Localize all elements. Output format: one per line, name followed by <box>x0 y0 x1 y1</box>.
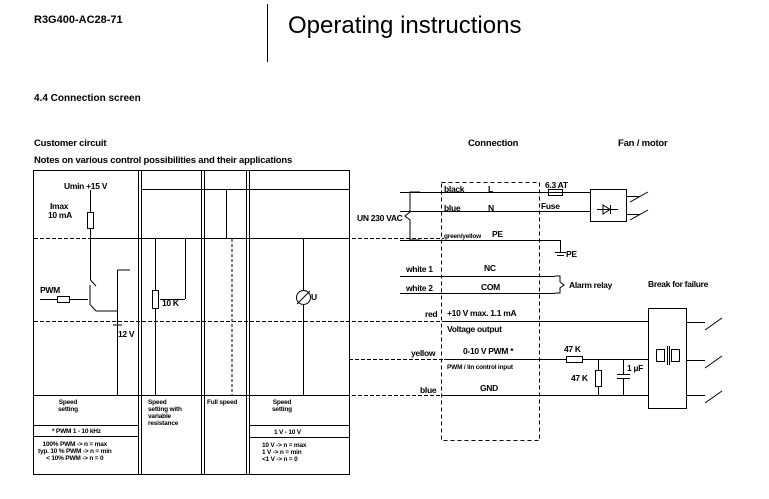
header-divider <box>267 4 268 62</box>
terminal-l: L <box>488 184 493 194</box>
wire-yellow: yellow <box>411 348 436 358</box>
pot-label: 10 K <box>162 298 179 308</box>
col4-notes: 10 V -> n = max 1 V -> n = min <1 V -> n… <box>262 442 307 463</box>
customer-notes-heading: Notes on various control possibilities a… <box>34 155 293 166</box>
terminal-gnd: GND <box>480 383 498 393</box>
supply-label: UN 230 VAC <box>357 213 403 223</box>
pe-label: PE <box>566 249 577 259</box>
umin-label: Umin +15 V <box>64 181 108 191</box>
col2-title: Speed setting with variable resistance <box>148 399 182 427</box>
col4-title: Speed setting <box>272 399 292 413</box>
col4-detail: 1 V - 10 V <box>274 429 301 436</box>
meter-label: U <box>311 292 317 302</box>
wire-white-2: white 2 <box>406 283 433 293</box>
resistor-47k-shunt: 47 K <box>571 373 588 383</box>
pwm-label: PWM <box>40 285 60 295</box>
wire-blue-gnd: blue <box>420 385 437 395</box>
terminal-nc: NC <box>484 263 496 273</box>
voltage-output-label: Voltage output <box>447 324 502 334</box>
col3-title: Full speed <box>207 399 238 406</box>
wire-red: red <box>425 309 438 319</box>
model-number: R3G400-AC28-71 <box>34 14 123 26</box>
connection-frame <box>441 182 540 441</box>
terminal-pe: PE <box>492 229 503 239</box>
imax-label: Imax <box>50 201 69 211</box>
control-input-label: PWM / lin control input <box>447 364 513 371</box>
wire-green-yellow: green/yellow <box>444 233 481 240</box>
failure-module <box>648 308 687 409</box>
terminal-10v: +10 V max. 1.1 mA <box>447 308 517 318</box>
fuse-rating: 6.3 AT <box>545 180 568 190</box>
fan-motor-heading: Fan / motor <box>618 138 668 149</box>
resistor-47k-series: 47 K <box>564 344 581 354</box>
page-title: Operating instructions <box>288 12 522 39</box>
break-for-failure-label: Break for failure <box>648 279 709 289</box>
section-heading: 4.4 Connection screen <box>34 93 141 104</box>
wire-blue: blue <box>444 203 461 213</box>
alarm-relay-label: Alarm relay <box>569 280 613 290</box>
imax-value: 10 mA <box>48 210 73 220</box>
customer-circuit-heading: Customer circuit <box>34 138 107 149</box>
fuse-label: Fuse <box>541 201 560 211</box>
wire-white-1: white 1 <box>406 264 433 274</box>
terminal-control: 0-10 V PWM * <box>463 346 514 356</box>
connection-heading: Connection <box>468 138 519 149</box>
terminal-n: N <box>488 203 494 213</box>
col1-detail: * PWM 1 - 10 kHz <box>52 428 101 435</box>
wire-black: black <box>444 184 465 194</box>
terminal-com: COM <box>481 282 500 292</box>
capacitor-label: 1 µF <box>627 363 643 373</box>
col1-notes: 100% PWM -> n = max typ. 10 % PWM -> n =… <box>38 441 112 462</box>
col1-title: Speed setting <box>58 399 78 413</box>
zener-label: 12 V <box>118 329 135 339</box>
